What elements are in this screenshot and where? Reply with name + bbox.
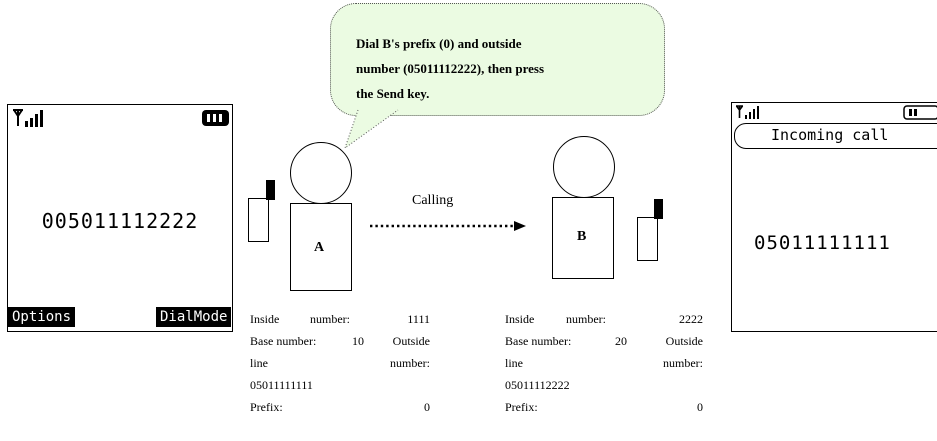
options-softkey[interactable]: Options [8, 307, 76, 327]
info-row: line number: [250, 352, 430, 374]
info-text: number: [663, 356, 703, 370]
person-a-head [290, 142, 352, 204]
dialed-number: 005011112222 [41, 209, 199, 233]
bubble-tail [344, 109, 399, 150]
info-value: 1111 [407, 312, 430, 326]
person-a-label: A [314, 240, 325, 255]
info-text: Outside [665, 334, 703, 348]
info-row: line number: [505, 352, 703, 374]
info-value: 20 [615, 334, 627, 348]
info-value: 05011111111 [250, 378, 313, 392]
info-value: 0 [424, 400, 430, 414]
caller-phone-screen: 005011112222 Options DialMode [7, 104, 233, 332]
instruction-line-1: Dial B's prefix (0) and outside [356, 36, 522, 51]
info-text: line [250, 356, 268, 370]
dialmode-softkey[interactable]: DialMode [156, 307, 232, 327]
person-a-body [290, 203, 352, 291]
info-text: number: [390, 356, 430, 370]
info-row: 05011112222 [505, 374, 703, 396]
info-text: line [505, 356, 523, 370]
info-text: Inside [505, 312, 535, 326]
info-text: number: [566, 312, 606, 326]
handset-a-antenna [266, 180, 275, 200]
person-b-info: Inside number: 2222 Base number: 20 Outs… [505, 308, 703, 418]
info-text: Outside [392, 334, 430, 348]
calling-label: Calling [412, 193, 454, 208]
info-value: 2222 [679, 312, 703, 326]
info-text: number: [310, 312, 350, 326]
info-row: Inside number: 2222 [505, 308, 703, 330]
info-text: Base number: [250, 334, 317, 348]
incoming-call-title: Incoming call [771, 126, 889, 144]
battery-icon [202, 110, 229, 126]
info-row: Prefix: 0 [505, 396, 703, 418]
instruction-line-2: number (05011112222), then press [356, 61, 545, 76]
calling-arrow [370, 221, 526, 231]
person-b-head [553, 136, 615, 198]
handset-b-icon [637, 217, 658, 261]
incoming-call-header: Incoming call [734, 123, 937, 149]
signal-strength-icon [13, 109, 43, 127]
signal-strength-icon [735, 105, 759, 119]
handset-b-antenna [654, 199, 663, 219]
info-row: 05011111111 [250, 374, 430, 396]
instruction-text: Dial B's prefix (0) and outside number (… [356, 31, 656, 106]
info-text: Inside [250, 312, 280, 326]
battery-icon [903, 105, 937, 120]
info-row: Inside number: 1111 [250, 308, 430, 330]
info-value: 10 [352, 334, 364, 348]
info-text: Prefix: [505, 400, 538, 414]
info-value: 0 [697, 400, 703, 414]
info-text: Prefix: [250, 400, 283, 414]
info-row: Base number: 10 Outside [250, 330, 430, 352]
instruction-line-3: the Send key. [356, 86, 430, 101]
caller-number: 05011111111 [754, 232, 891, 254]
person-a-info: Inside number: 1111 Base number: 10 Outs… [250, 308, 430, 418]
info-text: Base number: [505, 334, 572, 348]
info-value: 05011112222 [505, 378, 570, 392]
handset-a-icon [248, 198, 269, 242]
receiver-phone-screen: Incoming call 05011111111 [731, 102, 937, 332]
person-b-body [552, 197, 614, 279]
instruction-bubble [330, 3, 665, 116]
person-b-label: B [577, 229, 587, 244]
info-row: Prefix: 0 [250, 396, 430, 418]
info-row: Base number: 20 Outside [505, 330, 703, 352]
